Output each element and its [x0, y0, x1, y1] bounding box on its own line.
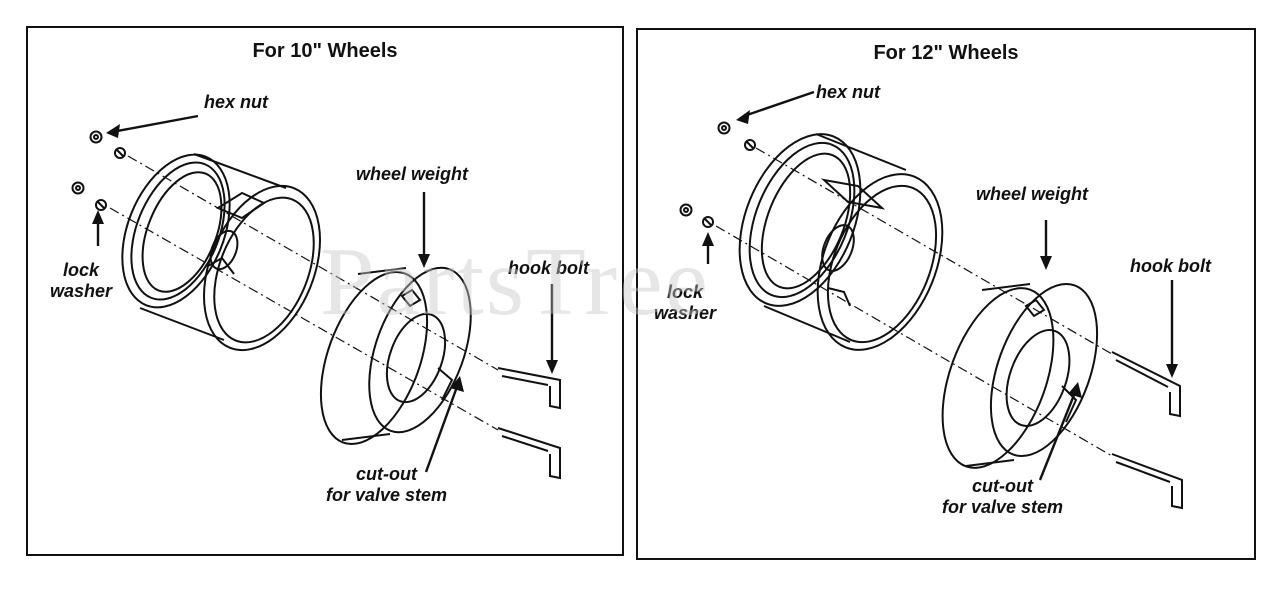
lock-washer-icon	[114, 147, 126, 159]
wheel-rim-drawing	[121, 153, 321, 352]
leader-arrows	[706, 90, 1174, 481]
hex-nut-label: hex nut	[816, 82, 881, 102]
panel-title: For 12" Wheels	[873, 42, 1019, 64]
hex-nut-icon	[89, 130, 103, 144]
lock-washer-icon	[702, 216, 714, 228]
hook-bolt-icon	[1111, 351, 1181, 418]
wheel-rim-drawing	[738, 133, 944, 351]
diagram-panel-12-inch: For 12" Wheels	[636, 28, 1256, 560]
hex-nut-icon	[717, 121, 731, 135]
lock-washer-icon	[95, 199, 107, 211]
lock-washer-icon	[744, 139, 756, 151]
hook-bolt-label: hook bolt	[508, 258, 589, 278]
hex-nut-label: hex nut	[204, 92, 269, 112]
wheel-weight-drawing	[319, 266, 472, 446]
panel-title: For 10" Wheels	[252, 40, 398, 62]
hook-bolt-icon	[497, 427, 561, 480]
hook-bolt-icon	[1111, 453, 1183, 510]
hex-nut-icon	[71, 181, 85, 195]
cut-out-label: cut-out for valve stem	[942, 476, 1064, 517]
lock-washer-label: lock washer	[50, 260, 113, 301]
wheel-assembly-drawing	[71, 114, 561, 480]
leader-arrows	[96, 114, 554, 473]
lock-washer-label: lock washer	[654, 282, 717, 323]
wheel-weight-drawing	[941, 282, 1099, 469]
hex-nut-icon	[679, 203, 693, 217]
wheel-weight-label: wheel weight	[976, 184, 1089, 204]
wheel-weight-label: wheel weight	[356, 164, 469, 184]
cut-out-label: cut-out for valve stem	[326, 464, 448, 505]
hook-bolt-label: hook bolt	[1130, 256, 1211, 276]
diagram-panel-10-inch: For 10" Wheels	[26, 26, 624, 556]
partstree-watermark: PartsTree	[320, 228, 711, 336]
wheel-assembly-drawing	[679, 90, 1183, 510]
hook-bolt-icon	[497, 367, 561, 410]
